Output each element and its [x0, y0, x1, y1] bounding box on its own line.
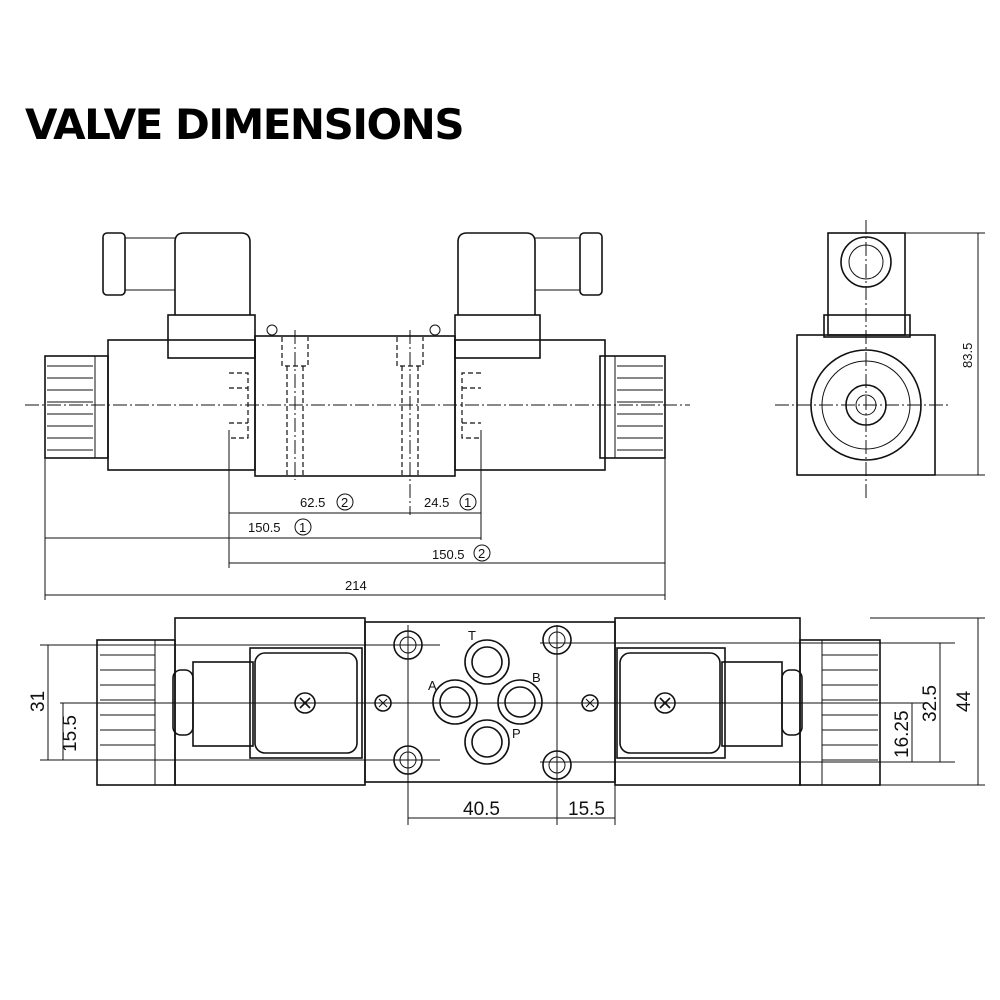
left-connector — [102, 232, 256, 359]
dim-ref: 2 — [341, 495, 348, 510]
left-knurled-cap-bottom — [96, 639, 176, 786]
dim-214: 214 — [345, 578, 367, 593]
port-b-label: B — [532, 670, 541, 685]
left-knurled-cap — [44, 355, 109, 459]
right-knurled-cap-bottom — [799, 639, 881, 786]
dim-ref: 2 — [478, 546, 485, 561]
dim-ref: 1 — [299, 520, 306, 535]
dim-62-5: 62.5 — [300, 495, 325, 510]
port-p-label: P — [512, 726, 521, 741]
dim-32-5: 32.5 — [920, 685, 941, 722]
port-a-label: A — [428, 678, 437, 693]
bottom-view — [40, 617, 985, 825]
dim-44: 44 — [954, 690, 975, 712]
dim-150-5-a: 150.5 — [248, 520, 281, 535]
side-view — [775, 220, 985, 500]
dim-16-25: 16.25 — [892, 710, 913, 758]
page-title: VALVE DIMENSIONS — [25, 100, 465, 149]
front-dim-labels: 62.5 2 24.5 1 150.5 1 150.5 2 214 — [248, 493, 491, 593]
dim-83-5: 83.5 — [960, 343, 975, 368]
right-knurled-cap — [599, 355, 666, 459]
hidden-bolts — [229, 337, 481, 475]
dim-ref: 1 — [464, 495, 471, 510]
port-t-label: T — [468, 628, 476, 643]
dim-150-5-b: 150.5 — [432, 547, 465, 562]
dim-40-5: 40.5 — [463, 799, 500, 820]
right-connector — [454, 232, 603, 359]
bottom-labels: T A B P 31 15.5 40.5 15.5 16.25 32.5 44 — [28, 628, 975, 820]
dim-15-5-left: 15.5 — [60, 715, 81, 752]
front-view — [25, 232, 690, 600]
ports — [432, 639, 543, 765]
dim-24-5: 24.5 — [424, 495, 449, 510]
dim-15-5-bottom: 15.5 — [568, 799, 605, 820]
dim-31: 31 — [28, 691, 49, 712]
valve-center-block — [254, 335, 456, 477]
